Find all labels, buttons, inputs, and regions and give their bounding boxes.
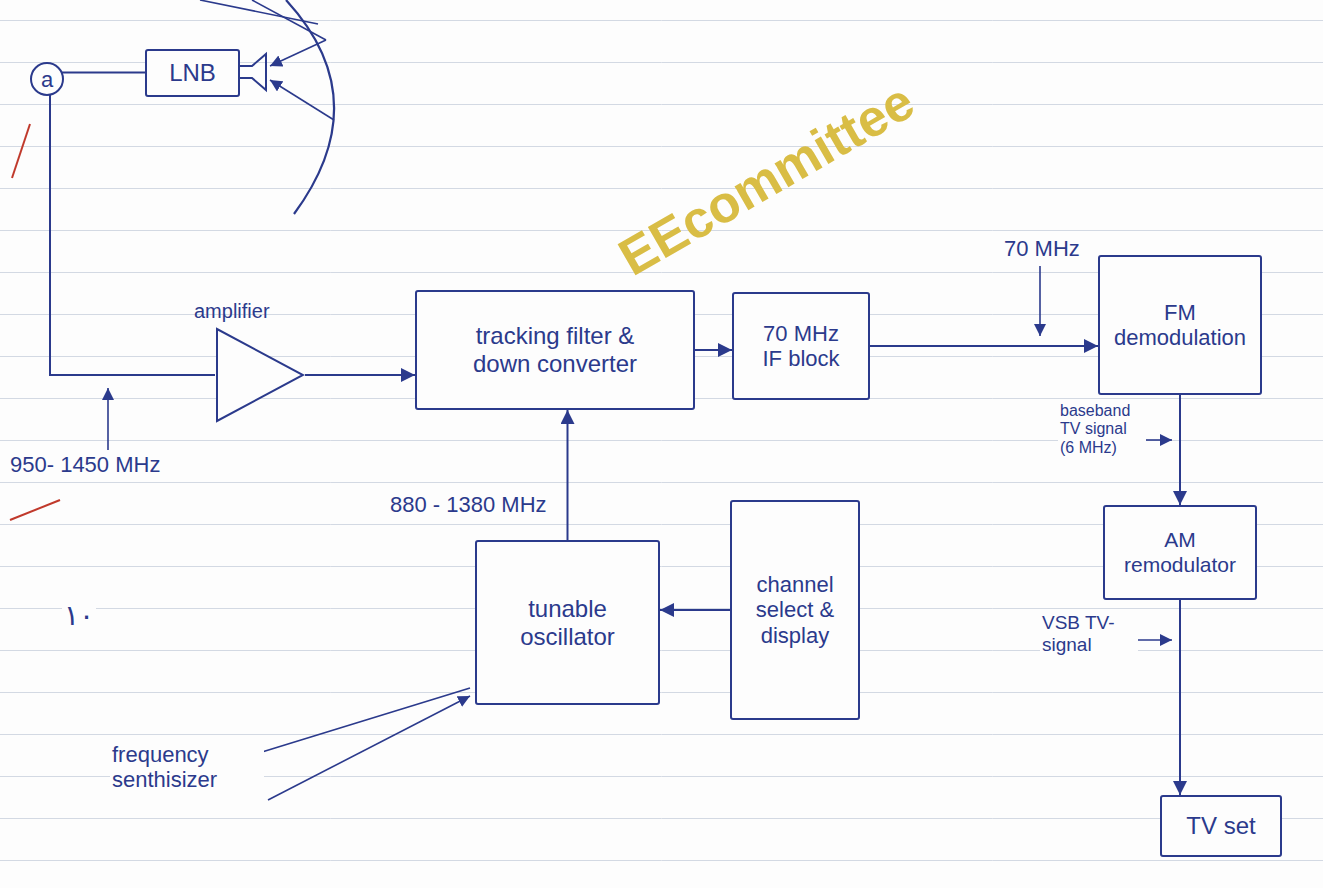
leader-arrow (1146, 439, 1172, 441)
amplifier-triangle (215, 327, 305, 423)
display-box: TV set (1160, 795, 1282, 857)
process-box: tracking filter & down converter (415, 290, 695, 410)
process-box: 70 MHz IF block (732, 292, 870, 400)
grade-mark: ١٠ (62, 600, 96, 632)
node-text: tunable oscillator (503, 595, 633, 650)
signal-connector (695, 349, 732, 351)
grading-mark (12, 124, 30, 178)
node-text: LNB (169, 59, 216, 87)
leader-arrow (107, 388, 109, 450)
leader-arrow (1138, 639, 1172, 641)
node-text: amplifier (190, 300, 270, 323)
process-box: FM demodulation (1098, 255, 1262, 395)
signal-connector (660, 609, 730, 611)
node-text: 70 MHz IF block (755, 321, 847, 372)
leader-arrow (268, 696, 470, 800)
connector-group (50, 73, 1180, 796)
signal-connector (50, 73, 215, 376)
node-text: FM demodulation (1110, 300, 1250, 351)
control-box: channel select & display (730, 500, 860, 720)
leader-arrow (1039, 266, 1041, 336)
lnb-box: LNB (145, 49, 240, 97)
signal-connector (1179, 600, 1181, 795)
reflected-ray (270, 80, 334, 120)
signal-label: baseband TV signal (6 MHz) (1058, 402, 1146, 457)
node-text: TV set (1186, 812, 1255, 840)
node-text: tracking filter & down converter (450, 322, 660, 377)
grading-mark (10, 500, 60, 520)
signal-label: VSB TV-signal (1040, 612, 1138, 656)
process-box: AM remodulator (1103, 505, 1257, 600)
frequency-label: 70 MHz (1002, 236, 1082, 261)
node-text: channel select & display (745, 572, 845, 648)
leader-line (262, 688, 470, 752)
signal-connector (1179, 395, 1181, 505)
amplifier-symbol: amplifier (190, 300, 310, 423)
amplifier-outline (217, 329, 303, 421)
signal-connector (305, 374, 415, 376)
signal-connector (567, 410, 569, 540)
circled-letter: a (30, 62, 64, 96)
node-text: AM remodulator (1115, 528, 1245, 576)
frequency-label: 880 - 1380 MHz (388, 492, 549, 517)
reflected-ray (270, 40, 326, 66)
oscillator-box: tunable oscillator (475, 540, 660, 705)
watermark: EEcommittee (607, 71, 926, 290)
note-label: frequency senthisizer (110, 742, 264, 793)
feed-horn (240, 54, 266, 90)
signal-connector (870, 345, 1098, 347)
frequency-label: 950- 1450 MHz (8, 452, 162, 477)
incoming-ray (252, 0, 326, 40)
